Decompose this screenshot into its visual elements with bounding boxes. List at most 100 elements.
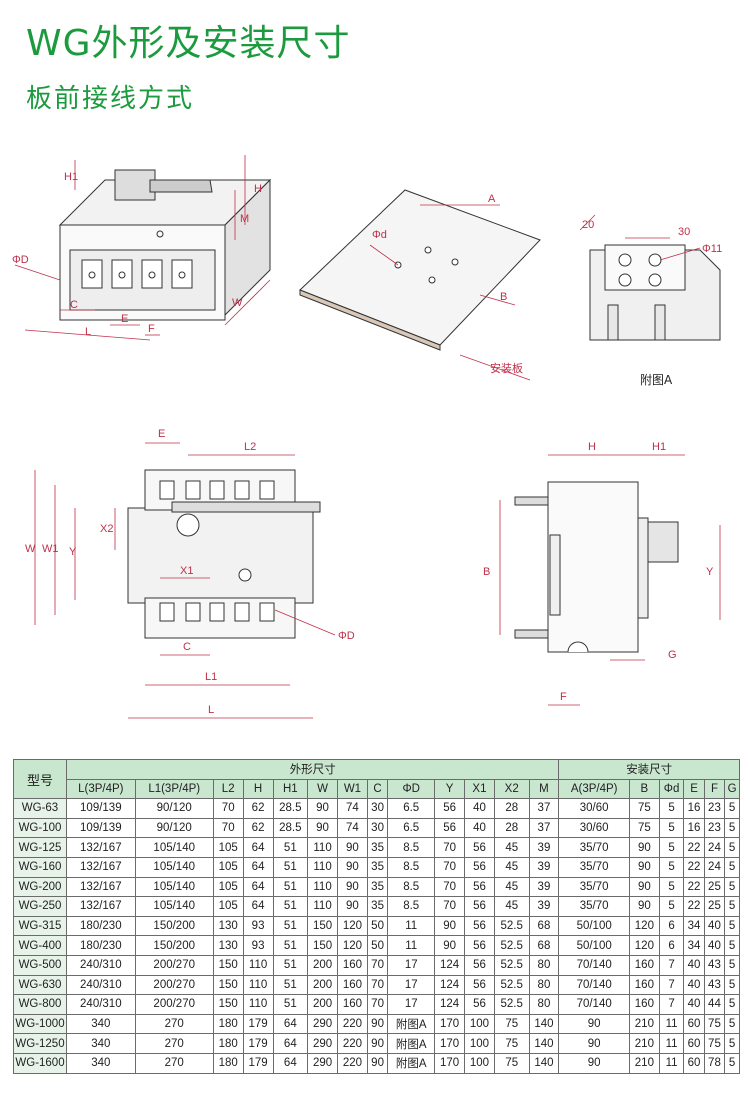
table-cell: 52.5 — [493, 974, 530, 996]
table-cell: 124 — [434, 974, 466, 996]
model-cell: WG-400 — [13, 935, 67, 956]
table-cell: 140 — [528, 1033, 560, 1054]
column-header: B — [628, 778, 660, 800]
table-cell: 17 — [387, 994, 436, 1015]
table-cell: 45 — [493, 896, 530, 917]
table-cell: 64 — [272, 1052, 309, 1074]
table-cell: 70 — [212, 798, 244, 819]
model-cell: WG-100 — [13, 817, 67, 839]
table-cell: 93 — [242, 935, 274, 956]
table-cell: 120 — [337, 935, 368, 956]
table-cell: 90/120 — [134, 817, 214, 839]
table-cell: 11 — [658, 1033, 685, 1054]
table-cell: 5 — [724, 856, 740, 878]
page-subtitle: 板前接线方式 — [26, 84, 195, 114]
table-cell: 8.5 — [387, 876, 436, 898]
table-cell: 7 — [658, 994, 685, 1015]
table-cell: 340 — [66, 1013, 136, 1035]
front-label-l: L — [208, 704, 214, 716]
table-cell: 8.5 — [387, 856, 436, 878]
table-cell: 124 — [434, 954, 466, 976]
table-cell: 56 — [464, 915, 495, 937]
table-cell: 105 — [212, 896, 244, 917]
table-cell: 17 — [387, 974, 436, 996]
table-cell: 5 — [724, 954, 740, 976]
table-cell: 62 — [242, 798, 274, 819]
table-cell: 105/140 — [134, 837, 214, 858]
table-cell: 60 — [683, 1052, 705, 1074]
table-cell: 25 — [703, 896, 726, 917]
detail-label-20: 20 — [582, 219, 594, 231]
table-cell: 80 — [528, 994, 560, 1015]
table-cell: 160 — [628, 954, 660, 976]
table-cell: 56 — [464, 954, 495, 976]
plate-dimensions — [369, 204, 531, 381]
table-cell: 35/70 — [558, 896, 630, 917]
table-cell: 56 — [464, 994, 495, 1015]
table-cell: 150 — [307, 935, 338, 956]
column-header: X1 — [464, 778, 495, 800]
table-cell: 43 — [703, 954, 726, 976]
table-group-header: 型号 外形尺寸 安装尺寸 — [13, 758, 740, 800]
iso-label-m: M — [240, 213, 249, 225]
front-label-l2: L2 — [244, 441, 256, 453]
column-header: W — [307, 778, 338, 800]
iso-label-phid: ΦD — [12, 254, 29, 266]
table-cell: 90 — [366, 1052, 389, 1074]
table-cell: 80 — [528, 974, 560, 996]
table-cell: 110 — [307, 856, 338, 878]
table-cell: 132/167 — [66, 896, 136, 917]
model-cell: WG-125 — [13, 837, 67, 858]
table-cell: 90 — [434, 935, 466, 956]
side-dimensions — [499, 454, 721, 706]
table-cell: 40 — [703, 915, 726, 937]
table-cell: 290 — [307, 1052, 338, 1074]
model-cell: WG-160 — [13, 856, 67, 878]
table-cell: 105/140 — [134, 896, 214, 917]
table-cell: 40 — [683, 994, 705, 1015]
table-cell: 39 — [528, 896, 560, 917]
table-cell: 100 — [464, 1013, 495, 1035]
table-cell: 22 — [683, 837, 705, 858]
table-cell: 132/167 — [66, 837, 136, 858]
table-cell: 56 — [464, 974, 495, 996]
table-cell: 24 — [703, 837, 726, 858]
table-cell: 附图A — [387, 1033, 436, 1054]
table-cell: 39 — [528, 856, 560, 878]
table-cell: 105/140 — [134, 856, 214, 878]
table-cell: 109/139 — [66, 798, 136, 819]
table-cell: 110 — [242, 994, 274, 1015]
detail-a-view — [589, 244, 721, 341]
table-cell: 附图A — [387, 1013, 436, 1035]
table-cell: 70 — [366, 974, 389, 996]
model-cell: WG-250 — [13, 896, 67, 917]
table-cell: 11 — [658, 1013, 685, 1035]
table-cell: 70 — [366, 954, 389, 976]
table-cell: 52.5 — [493, 935, 530, 956]
table-cell: 90 — [307, 798, 338, 819]
table-cell: 70 — [434, 856, 466, 878]
column-header: X2 — [493, 778, 530, 800]
table-cell: 8.5 — [387, 837, 436, 858]
table-cell: 45 — [493, 856, 530, 878]
table-cell: 35 — [366, 856, 389, 878]
table-cell: 180/230 — [66, 935, 136, 956]
column-header: A(3P/4P) — [558, 778, 630, 800]
table-cell: 5 — [658, 876, 685, 898]
table-cell: 39 — [528, 876, 560, 898]
model-cell: WG-1250 — [13, 1033, 67, 1054]
table-cell: 16 — [683, 817, 705, 839]
column-header: H — [242, 778, 274, 800]
table-cell: 75 — [493, 1033, 530, 1054]
table-cell: 6 — [658, 935, 685, 956]
table-cell: 5 — [658, 798, 685, 819]
table-cell: 120 — [337, 915, 368, 937]
table-cell: 68 — [528, 915, 560, 937]
front-label-w: W — [25, 543, 36, 555]
front-label-phid: ΦD — [338, 630, 355, 642]
table-cell: 51 — [272, 896, 309, 917]
